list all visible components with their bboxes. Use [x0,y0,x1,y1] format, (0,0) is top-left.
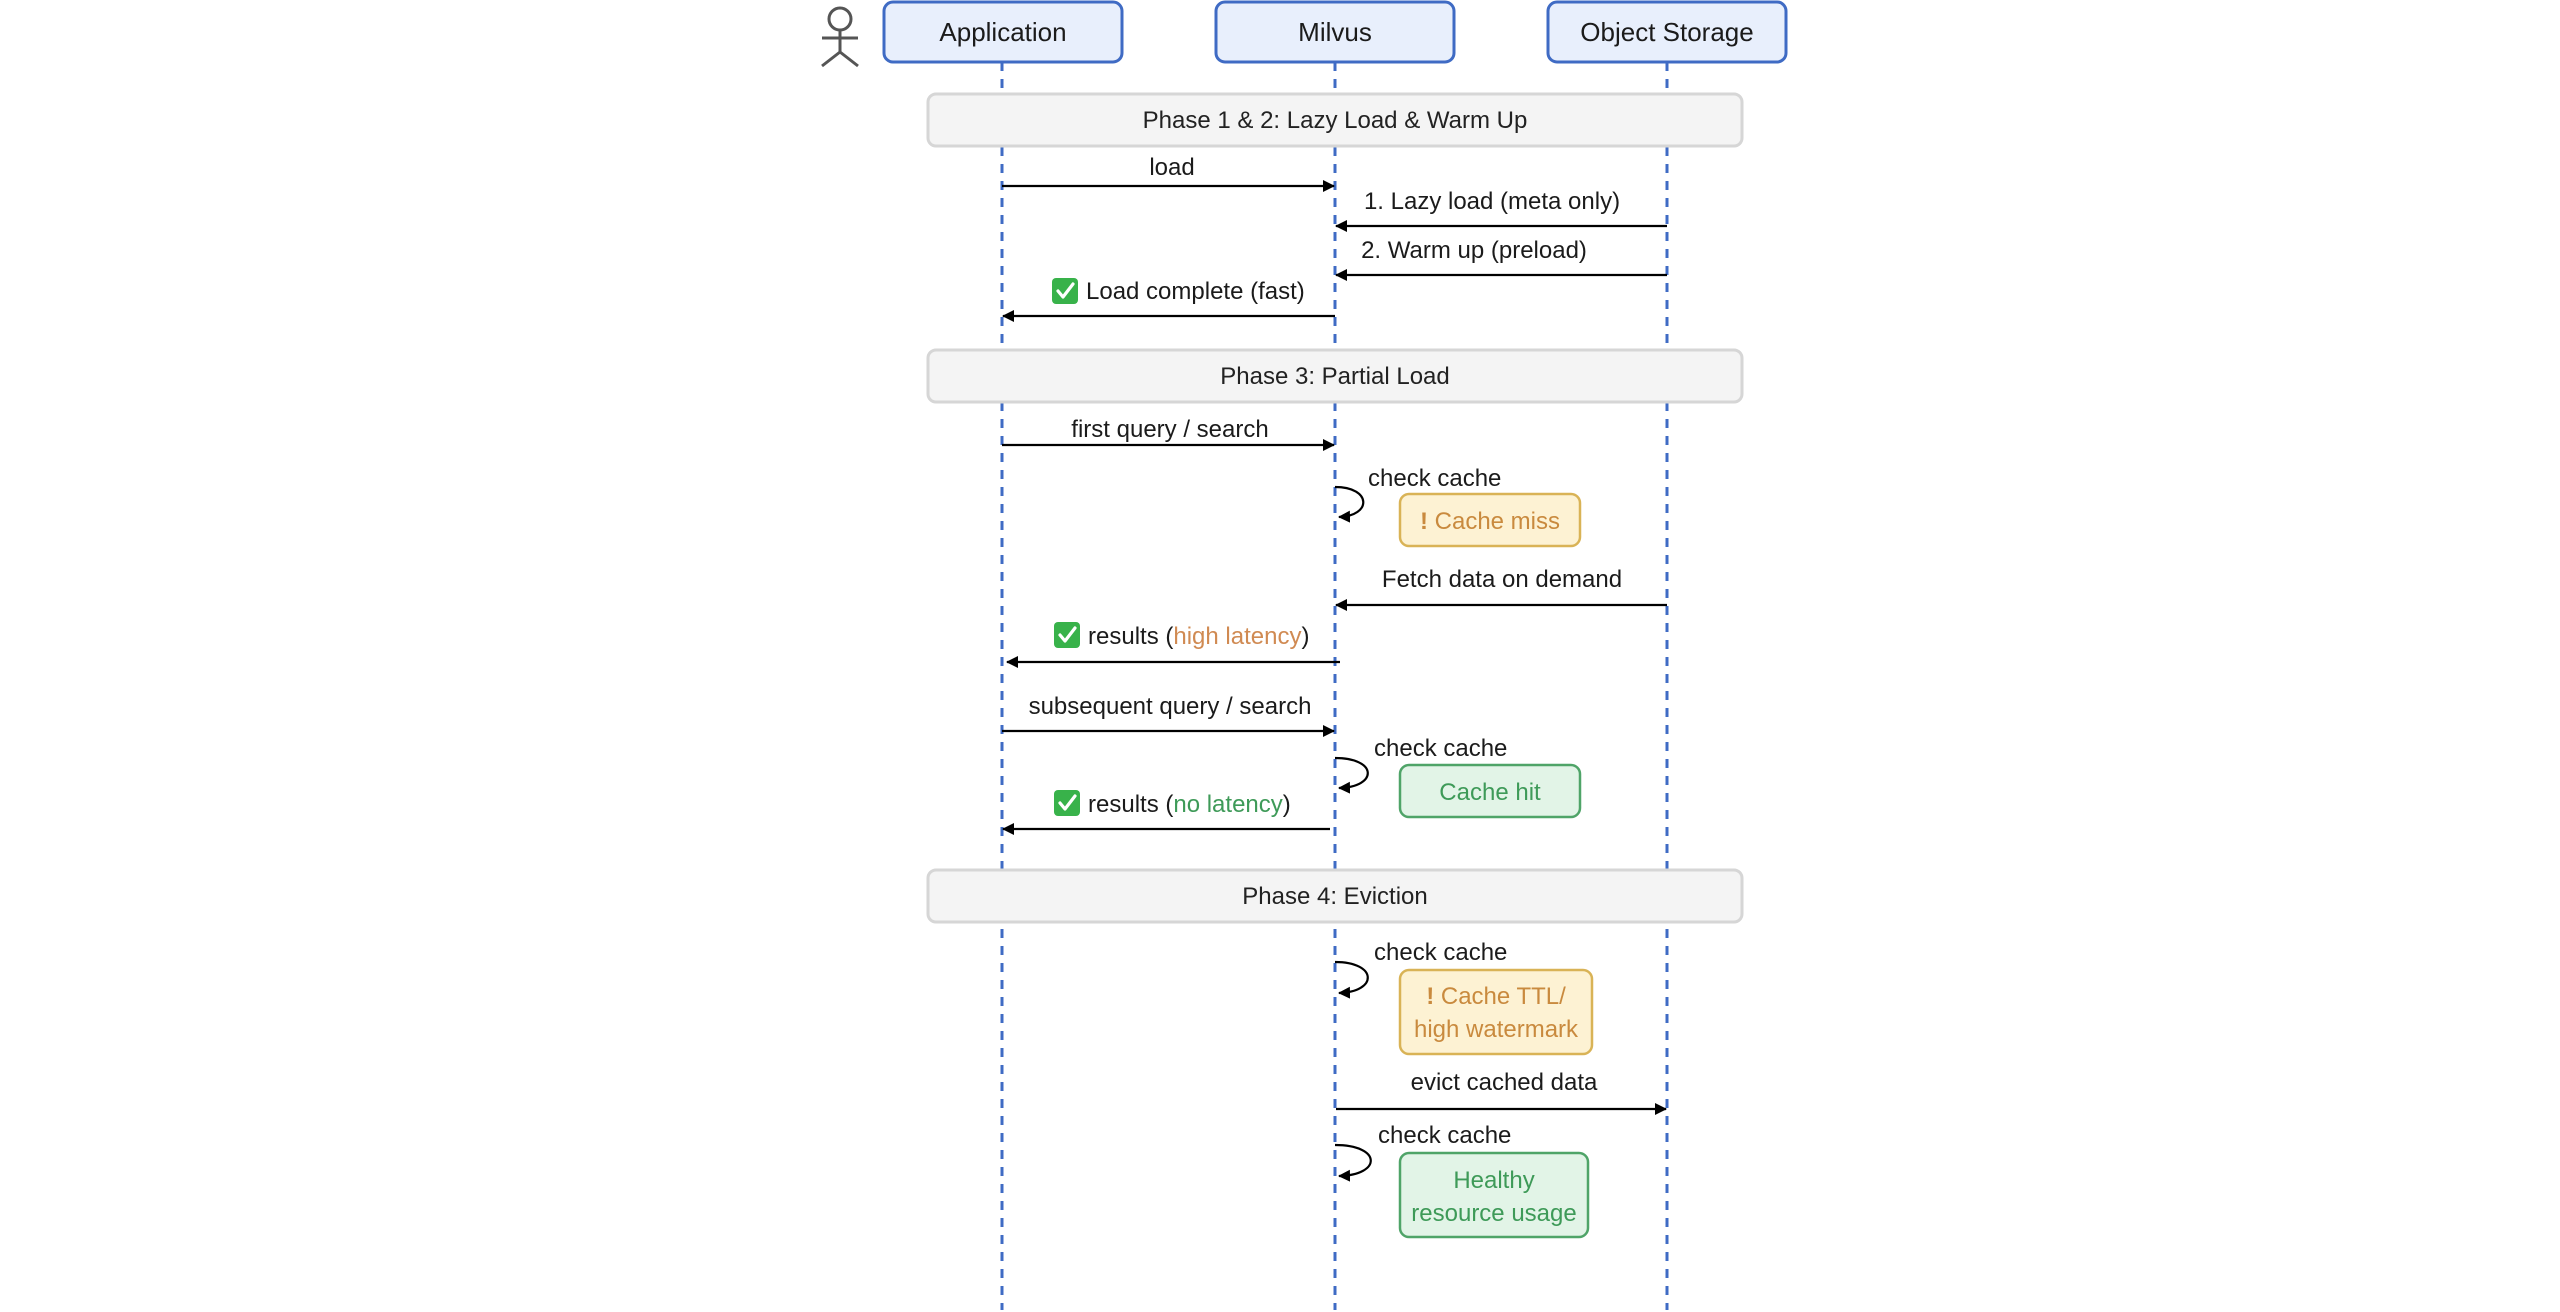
msg-check-cache-4-label: check cache [1378,1122,1511,1149]
msg-results-2-highlight: no latency [1173,791,1282,818]
msg-results-2-prefix: results ( [1088,791,1173,818]
check-mark-icon [1054,622,1080,648]
msg-results-2-suffix: ) [1283,791,1291,818]
msg-results-1-highlight: high latency [1173,623,1301,650]
svg-text:results (no latency): results (no latency) [1088,791,1291,818]
phase-1-2-header: Phase 1 & 2: Lazy Load & Warm Up [926,92,1744,148]
self-loop-check-cache-2 [1334,756,1369,794]
svg-text:! Cache TTL/: ! Cache TTL/ [1426,983,1566,1010]
msg-fetch-data-label: Fetch data on demand [1382,566,1622,593]
phase-3-header: Phase 3: Partial Load [926,348,1744,404]
msg-lazy-load-label: 1. Lazy load (meta only) [1364,188,1620,215]
msg-check-cache-1-label: check cache [1368,465,1501,492]
note-cache-ttl-line1: Cache TTL/ [1441,983,1566,1010]
phase-4-label: Phase 4: Eviction [1242,883,1427,910]
warning-icon: ! [1420,508,1428,535]
note-cache-ttl: ! Cache TTL/ high watermark [1398,968,1594,1056]
phase-1-2-label: Phase 1 & 2: Lazy Load & Warm Up [1143,107,1528,134]
svg-text:! Cache miss: ! Cache miss [1420,508,1560,535]
msg-subsequent-query-label: subsequent query / search [1029,693,1312,720]
msg-warm-up-label: 2. Warm up (preload) [1361,237,1587,264]
msg-evict-label: evict cached data [1411,1069,1598,1096]
actor-milvus-label: Milvus [1298,17,1372,47]
phase-3-label: Phase 3: Partial Load [1220,363,1450,390]
note-cache-ttl-line2: high watermark [1414,1016,1579,1043]
check-mark-icon [1054,790,1080,816]
note-cache-hit-label: Cache hit [1439,779,1541,806]
msg-results-1-suffix: ) [1301,623,1309,650]
msg-load-label: load [1149,154,1194,181]
msg-load-complete-label: Load complete (fast) [1086,278,1305,305]
actor-application: Application [882,0,1124,64]
check-mark-icon [1052,278,1078,304]
actor-object-storage: Object Storage [1546,0,1788,64]
note-cache-miss: ! Cache miss [1398,492,1582,548]
msg-check-cache-3-label: check cache [1374,939,1507,966]
note-healthy-line1: Healthy [1453,1167,1534,1194]
note-cache-hit: Cache hit [1398,763,1582,819]
warning-icon: ! [1426,983,1434,1010]
note-healthy: Healthy resource usage [1398,1151,1590,1239]
user-actor-icon [821,6,859,68]
actor-object-storage-label: Object Storage [1580,17,1753,47]
msg-results-1-prefix: results ( [1088,623,1173,650]
actor-application-label: Application [939,17,1066,47]
self-loop-check-cache-4 [1334,1143,1372,1182]
svg-text:results (high latency): results (high latency) [1088,623,1309,650]
self-loop-check-cache-3 [1334,960,1369,999]
note-healthy-line2: resource usage [1411,1200,1576,1227]
phase-4-header: Phase 4: Eviction [926,868,1744,924]
msg-first-query-label: first query / search [1071,416,1268,443]
actor-milvus: Milvus [1214,0,1456,64]
note-cache-miss-label: Cache miss [1435,508,1560,535]
msg-check-cache-2-label: check cache [1374,735,1507,762]
self-loop-check-cache-1 [1334,485,1365,523]
